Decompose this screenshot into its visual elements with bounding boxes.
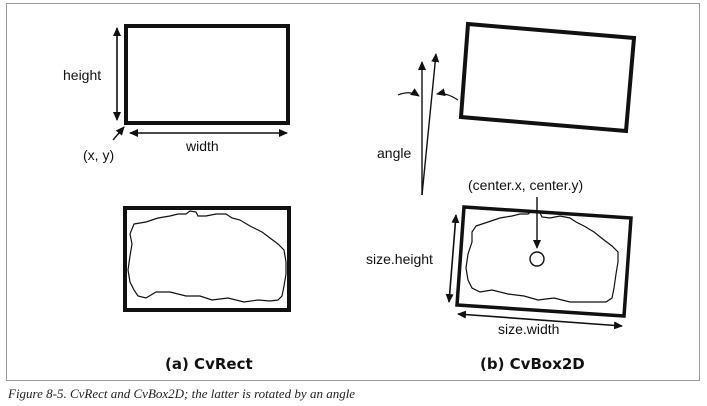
center-point [529,251,545,267]
angle-rotated-line [421,53,440,196]
caption-b: (b) CvBox2D [480,355,585,373]
caption-a: (a) CvRect [165,355,253,373]
angle-arc-left [397,88,420,97]
cvrect-rectangle [124,24,290,125]
cvrect-blob-contour [127,210,287,303]
size-height-arrow [445,214,460,303]
origin-label: (x, y) [83,147,114,163]
figure-note: Figure 8-5. CvRect and CvBox2D; the latt… [8,386,356,401]
angle-label: angle [377,145,411,161]
size-width-arrow [457,310,623,330]
cvrect-bounding-box [123,206,291,312]
cvbox2d-blob-contour [465,210,619,303]
cvbox2d-rotated-rectangle [458,21,637,134]
origin-pointer-arrow [112,126,125,141]
height-label: height [63,67,101,83]
center-label: (center.x, center.y) [468,177,583,193]
width-label: width [185,138,219,154]
size-width-label: size.width [498,321,559,337]
size-height-label: size.height [366,251,433,267]
angle-arc-right [436,88,459,101]
